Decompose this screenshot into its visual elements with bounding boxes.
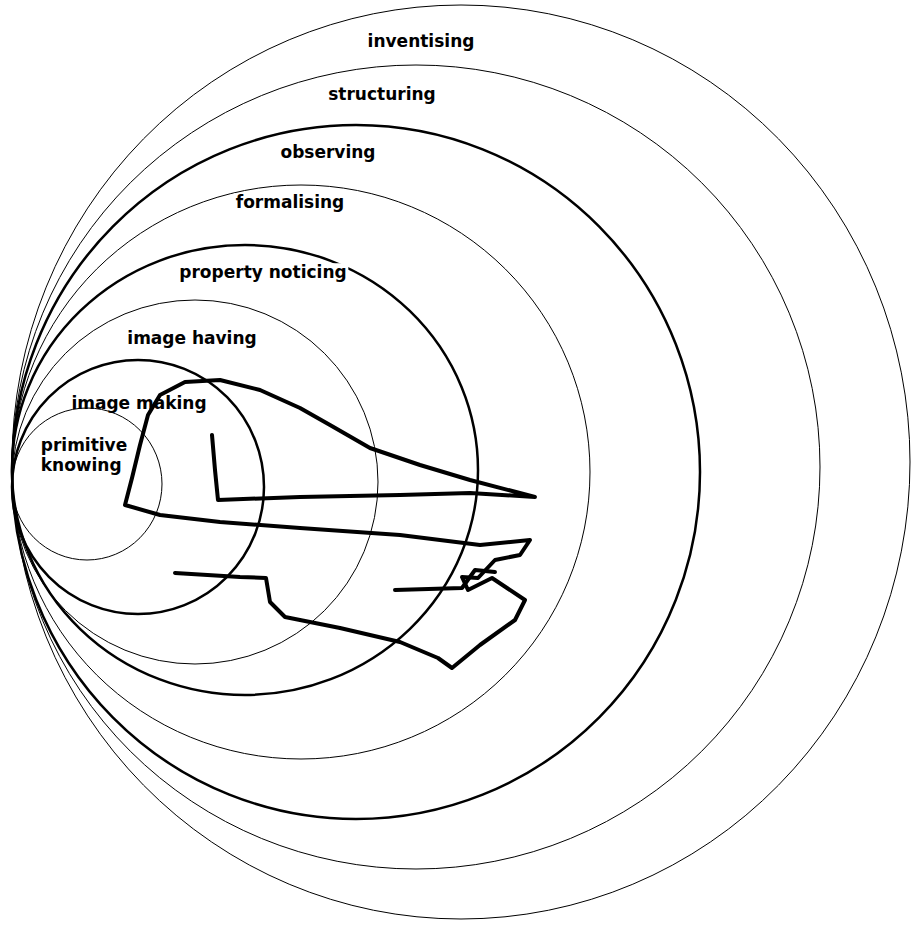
circle-outline bbox=[12, 408, 162, 560]
stage-circle: formalising property noticing image having… bbox=[12, 185, 590, 759]
stage-label: formalising bbox=[234, 193, 347, 213]
hand-drawn-path bbox=[125, 380, 535, 668]
stage-label: inventising bbox=[366, 32, 477, 52]
stage-circle: observing formalising property noticing ima… bbox=[12, 125, 700, 819]
label-anchor: property noticing bbox=[177, 263, 348, 283]
label-anchor: structuring bbox=[326, 85, 438, 105]
stage-circle: primitive knowing bbox=[12, 408, 162, 560]
stage-label: primitive knowing bbox=[39, 436, 130, 475]
stage-label: property noticing bbox=[177, 263, 348, 283]
stage-label: image having bbox=[125, 329, 258, 349]
stage-circle: image having image making primitive knowin… bbox=[12, 300, 378, 664]
hand-drawn-path bbox=[395, 570, 495, 590]
stage-label: structuring bbox=[326, 85, 438, 105]
label-anchor: image having bbox=[125, 329, 258, 349]
circle-outline bbox=[12, 185, 590, 759]
circle-outline bbox=[12, 300, 378, 664]
label-anchor: inventising bbox=[366, 32, 477, 52]
stage-label: observing bbox=[278, 143, 377, 163]
circle-outline bbox=[12, 125, 700, 819]
stage-circle: property noticing image having image makin… bbox=[12, 245, 478, 695]
label-anchor: primitive knowing bbox=[39, 436, 130, 475]
circle-outline bbox=[12, 5, 910, 919]
label-anchor: image making bbox=[69, 394, 208, 414]
stage-circle: inventising structuring observing formalisi… bbox=[12, 5, 910, 919]
circle-outline bbox=[12, 408, 162, 560]
label-anchor: formalising bbox=[234, 193, 347, 213]
circle-outline bbox=[12, 245, 478, 695]
label-anchor: observing bbox=[278, 143, 377, 163]
stage-label: image making bbox=[69, 394, 208, 414]
circle-outline bbox=[12, 300, 378, 664]
circle-outline bbox=[12, 65, 820, 869]
